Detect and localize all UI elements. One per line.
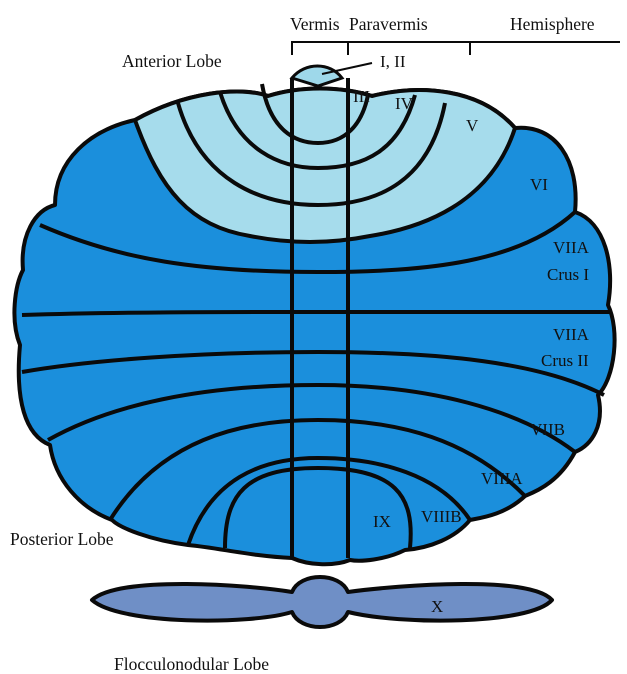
- lobule-label-v: V: [466, 116, 479, 135]
- vermis-bracket: [292, 42, 348, 55]
- posterior-lobe-caption: Posterior Lobe: [10, 529, 114, 549]
- lobule-label-viia-crus-ii: VIIA: [553, 325, 590, 344]
- lobule-label-viia-crus-i: VIIA: [553, 238, 590, 257]
- lobule-label-viiib: VIIIB: [421, 507, 462, 526]
- hemisphere-caption: Hemisphere: [510, 14, 595, 34]
- lobule-label-viiia: VIIIA: [481, 469, 523, 488]
- lobule-label-crus-i: Crus I: [547, 265, 589, 284]
- paravermis-bracket: [348, 42, 470, 55]
- flocculonodular-lobe-caption: Flocculonodular Lobe: [114, 654, 269, 674]
- lobule-label-vi: VI: [530, 175, 548, 194]
- lobule-label-iii: III: [353, 87, 370, 106]
- flocculonodular-lobe-shape: [92, 577, 552, 627]
- lobule-i-ii-shape: [292, 66, 342, 86]
- anterior-lobe-caption: Anterior Lobe: [122, 51, 222, 71]
- lobule-label-crus-ii: Crus II: [541, 351, 589, 370]
- lobule-label-ix: IX: [373, 512, 391, 531]
- lobule-label-iv: IV: [395, 94, 414, 113]
- paravermis-caption: Paravermis: [349, 14, 428, 34]
- vermis-caption: Vermis: [290, 14, 340, 34]
- lobule-label-i-ii: I, II: [380, 52, 406, 71]
- lobule-label-x: X: [431, 597, 443, 616]
- lobule-label-viib: VIIB: [530, 420, 565, 439]
